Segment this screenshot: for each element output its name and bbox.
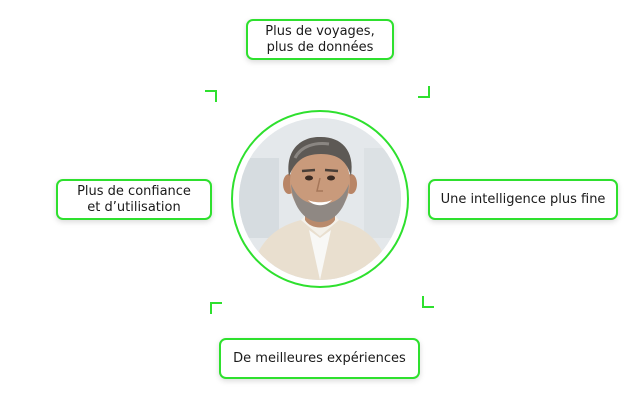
node-left-line1: Plus de confiance — [77, 183, 191, 199]
node-bottom-label: De meilleures expériences — [233, 350, 406, 366]
node-more-trust-and-usage: Plus de confiance et d’utilisation — [56, 179, 212, 220]
node-better-experiences: De meilleures expériences — [219, 338, 420, 379]
node-left-line2: et d’utilisation — [87, 199, 181, 215]
corner-bracket-top-left — [205, 90, 217, 102]
node-more-trips-more-data: Plus de voyages, plus de données — [246, 19, 394, 60]
node-right-label: Une intelligence plus fine — [440, 191, 606, 207]
corner-bracket-bottom-right — [422, 296, 434, 308]
node-top-line1: Plus de voyages, — [265, 23, 375, 39]
corner-bracket-bottom-left — [210, 302, 222, 314]
node-finer-intelligence: Une intelligence plus fine — [428, 179, 618, 220]
portrait-photo — [239, 118, 401, 280]
corner-bracket-top-right — [418, 86, 430, 98]
man-portrait-illustration — [239, 118, 401, 280]
node-top-line2: plus de données — [266, 39, 374, 55]
